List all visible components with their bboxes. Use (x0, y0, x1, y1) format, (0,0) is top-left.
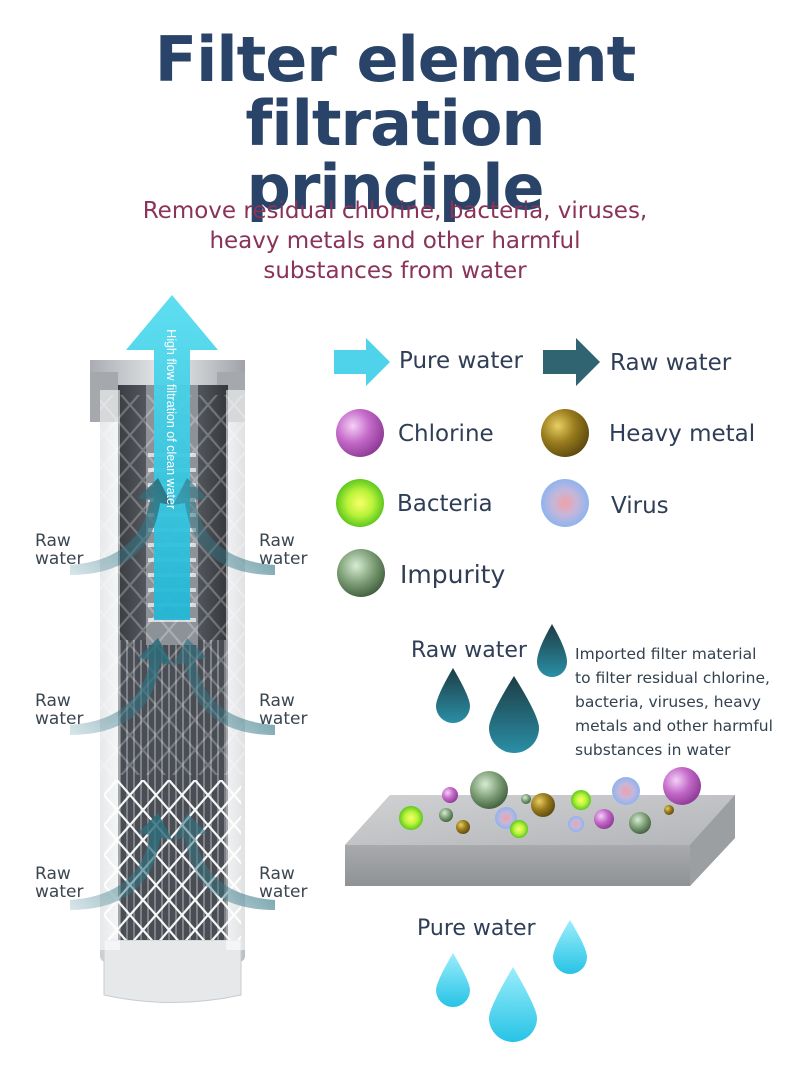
chlorine-icon (336, 409, 384, 457)
particle-heavy-metal (456, 820, 470, 834)
legend-pure-water: Pure water (399, 348, 523, 374)
particle-bacteria (571, 790, 591, 810)
raw-water-drop (537, 624, 567, 677)
pure-water-drop (489, 967, 537, 1042)
legend-bacteria: Bacteria (397, 491, 493, 517)
particle-virus (495, 807, 517, 829)
raw-water-arrow-icon (543, 338, 600, 386)
raw-water-arrows (70, 478, 275, 910)
legend-impurity: Impurity (400, 560, 506, 589)
raw-water-label-right-bottom: Raw water (259, 864, 308, 902)
raw-water-label-left-middle: Raw water (35, 691, 84, 729)
pure-water-drop (553, 920, 587, 974)
pure-water-drops (436, 920, 587, 1042)
title-line-1: Filter element filtration (154, 23, 637, 160)
raw-arrow-left-top (70, 478, 172, 575)
clean-water-text: High flow filtration of clean water (164, 329, 178, 509)
raw-water-label-right-top: Raw water (259, 531, 308, 569)
particle-virus (612, 777, 640, 805)
particle-impurity (439, 808, 453, 822)
title-line-2: principle (246, 151, 544, 224)
subtitle: Remove residual chlorine, bacteria, viru… (100, 196, 690, 286)
raw-arrow-left-bottom (70, 813, 172, 910)
legend-virus: Virus (611, 493, 669, 519)
pure-water-drop (436, 953, 470, 1007)
process-raw-water-label: Raw water (411, 638, 527, 663)
filter-material-description: Imported filter material to filter resid… (575, 645, 773, 759)
process-pure-water-label: Pure water (417, 916, 536, 941)
cartridge-bottom-cap (103, 939, 242, 1003)
raw-arrow-right-bottom (173, 813, 275, 910)
particle-chlorine (594, 809, 614, 829)
particle-chlorine (442, 787, 458, 803)
virus-icon (541, 479, 589, 527)
raw-water-drop (436, 668, 470, 723)
clean-water-label: High flow filtration of clean water (164, 329, 178, 509)
legend-raw-water: Raw water (610, 350, 732, 376)
page-title: Filter element filtration principle (0, 28, 790, 220)
pure-water-arrow-icon (334, 338, 390, 386)
particle-heavy-metal (664, 805, 674, 815)
slab-front (345, 845, 690, 886)
outer-mesh (104, 780, 241, 940)
legend-chlorine: Chlorine (398, 421, 494, 447)
subtitle-line-1: Remove residual chlorine, bacteria, viru… (142, 198, 648, 224)
subtitle-line-2: heavy metals and other harmful (209, 228, 581, 254)
particle-bacteria (399, 806, 423, 830)
particle-virus (568, 816, 584, 832)
clean-water-arrow (126, 295, 218, 620)
raw-water-label-left-bottom: Raw water (35, 864, 84, 902)
raw-water-drop (489, 676, 539, 753)
particle-bacteria (510, 820, 528, 838)
heavy-metal-icon (541, 409, 589, 457)
impurity-icon (337, 549, 385, 597)
raw-arrow-right-middle (173, 638, 275, 735)
bacteria-icon (336, 479, 384, 527)
particle-heavy-metal (531, 793, 555, 817)
raw-water-label-left-top: Raw water (35, 531, 84, 569)
trapped-particles (399, 767, 701, 838)
raw-arrow-left-middle (70, 638, 172, 735)
subtitle-line-3: substances from water (263, 258, 527, 284)
legend (334, 338, 600, 597)
particle-impurity (521, 794, 531, 804)
particle-chlorine (663, 767, 701, 805)
particle-impurity (470, 771, 508, 809)
particle-impurity (629, 812, 651, 834)
legend-heavy-metal: Heavy metal (609, 421, 756, 447)
raw-water-label-right-middle: Raw water (259, 691, 308, 729)
raw-arrow-right-top (173, 478, 275, 575)
raw-water-drops (436, 624, 567, 753)
